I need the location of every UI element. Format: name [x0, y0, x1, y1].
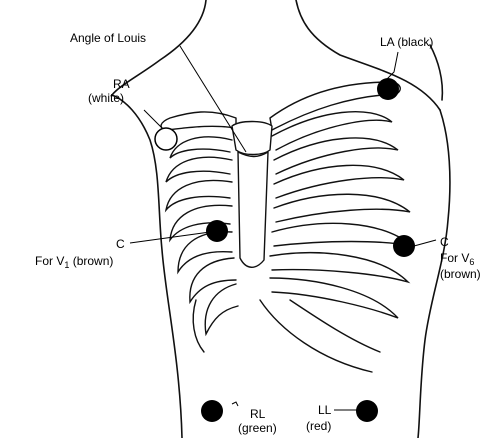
for-v6-label: For V6	[440, 251, 474, 267]
ribs-right	[260, 112, 412, 372]
ribs-left	[166, 137, 238, 352]
for-v1-label: For V1 (brown)	[35, 254, 113, 270]
la-electrode	[377, 78, 399, 100]
rl-label: RL	[250, 407, 266, 421]
rl-tick	[232, 402, 238, 406]
c-left-label: C	[116, 237, 125, 251]
c-right-label: C	[440, 235, 449, 249]
ll-label: LL	[318, 403, 332, 417]
torso-outline	[112, 0, 450, 438]
c-right-leader	[414, 240, 436, 246]
la-label: LA (black)	[380, 35, 433, 49]
angle-of-louis-leader	[180, 46, 246, 152]
ra-electrode	[155, 128, 177, 150]
c-v6-electrode	[393, 235, 415, 257]
clavicles	[161, 82, 400, 130]
ra-leader	[144, 110, 164, 130]
ll-electrode	[356, 400, 378, 422]
v6-brown-label: (brown)	[440, 267, 481, 281]
angle-of-louis-label: Angle of Louis	[70, 31, 146, 45]
rl-electrode	[201, 400, 223, 422]
red-label: (red)	[306, 419, 331, 433]
c-v1-electrode	[206, 220, 228, 242]
sternum	[232, 122, 272, 268]
ra-label-line1: RA	[113, 77, 130, 91]
green-label: (green)	[238, 421, 277, 435]
ra-label-line2: (white)	[88, 91, 124, 105]
